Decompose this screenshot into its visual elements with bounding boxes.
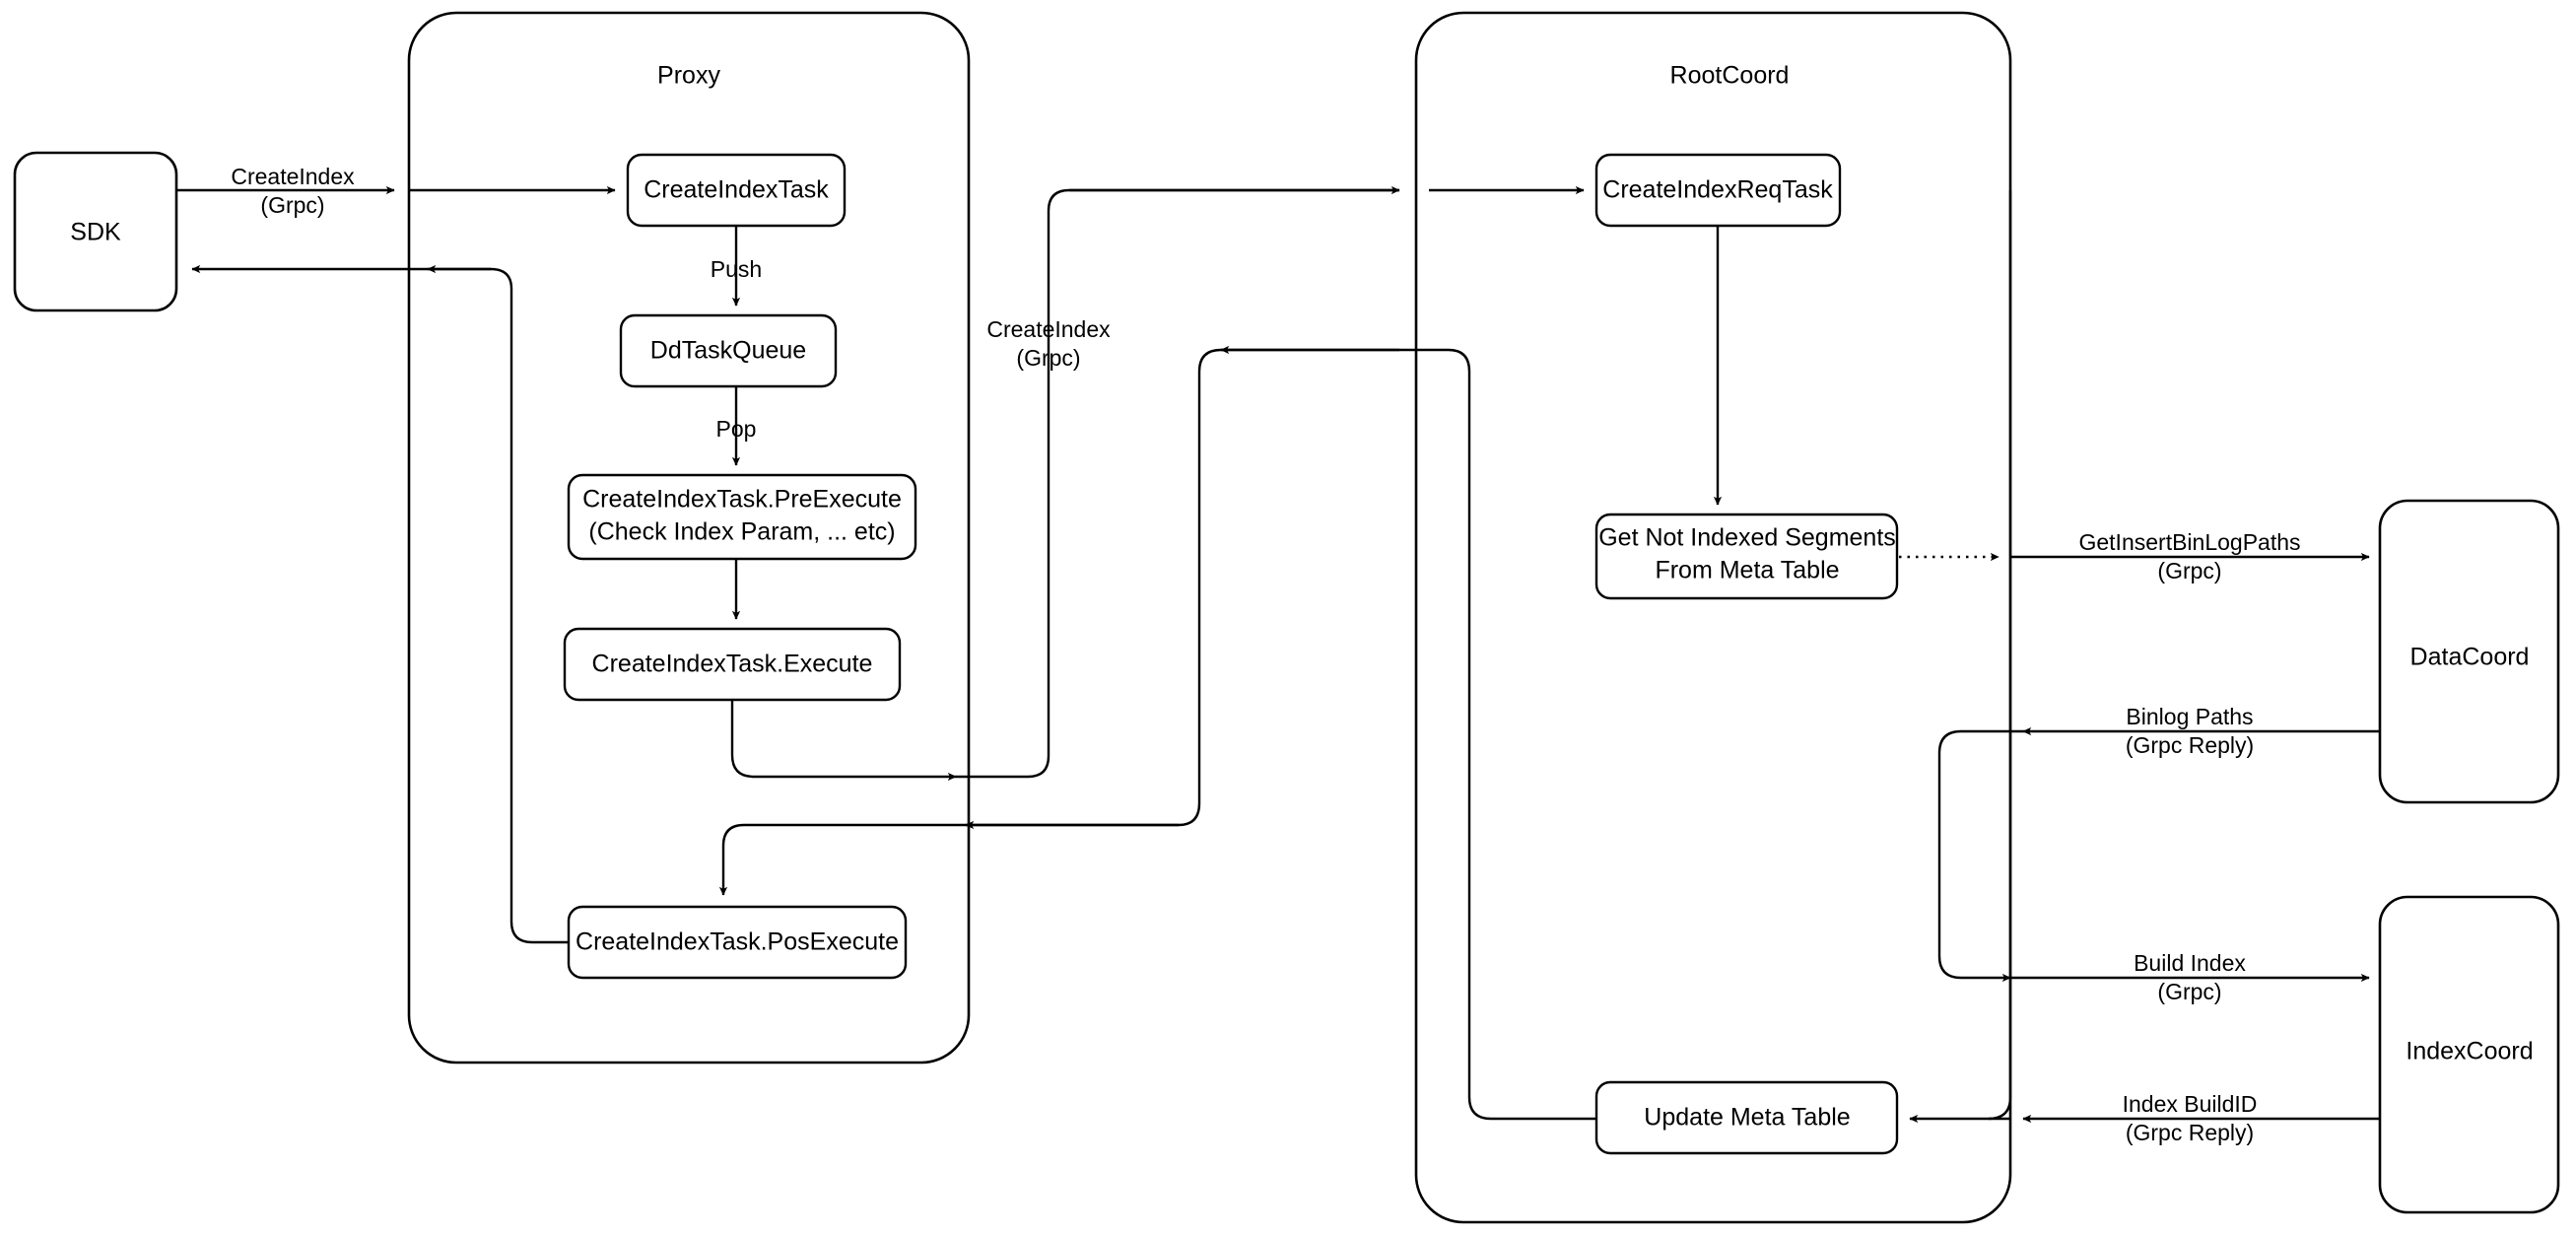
edge-label-get-insert-binlog-line1: GetInsertBinLogPaths: [2078, 529, 2300, 555]
node-update-meta-table[interactable]: Update Meta Table: [1594, 1080, 1899, 1155]
node-dd-task-queue[interactable]: DdTaskQueue: [619, 313, 838, 388]
sdk-box: [13, 151, 178, 312]
edge-label-build-index-line2: (Grpc): [2157, 979, 2221, 1004]
actor-datacoord[interactable]: DataCoord: [2378, 499, 2560, 804]
edge-rootcoord-reply-bus: [744, 348, 1429, 827]
edge-label-binlog-paths-line1: Binlog Paths: [2126, 704, 2253, 729]
proxy-container-title: Proxy: [657, 62, 720, 90]
indexcoord-box: [2378, 895, 2560, 1214]
get-not-indexed-label-line2: From Meta Table: [1655, 557, 1839, 584]
sdk-label: SDK: [70, 219, 121, 246]
edge-label-get-insert-binlog-line2: (Grpc): [2157, 558, 2221, 584]
edge-update-meta-to-reply-bus: [1429, 348, 1596, 1121]
edge-label-sdk-createindex-line1: CreateIndex: [231, 164, 355, 189]
edge-rootcoord-right-vertical-bus: [1988, 190, 2012, 1121]
get-not-indexed-segments-box: [1594, 513, 1899, 600]
get-not-indexed-label-line1: Get Not Indexed Segments: [1598, 524, 1896, 552]
node-get-not-indexed-segments[interactable]: Get Not Indexed Segments From Meta Table: [1594, 513, 1899, 600]
edge-label-build-index-line1: Build Index: [2134, 950, 2246, 976]
edge-pos-execute-to-return-bus: [428, 267, 569, 944]
node-create-index-req-task[interactable]: CreateIndexReqTask: [1594, 153, 1842, 228]
actor-indexcoord[interactable]: IndexCoord: [2378, 895, 2560, 1214]
dd-task-queue-label: DdTaskQueue: [650, 337, 806, 365]
edge-label-proxy-createindex-line1: CreateIndex: [986, 316, 1111, 342]
pre-execute-label-line2: (Check Index Param, ... etc): [588, 518, 895, 546]
edge-binlog-reply-bus-to-build-index: [1937, 729, 2023, 983]
execute-label: CreateIndexTask.Execute: [592, 651, 873, 678]
update-meta-table-label: Update Meta Table: [1644, 1104, 1850, 1132]
node-execute[interactable]: CreateIndexTask.Execute: [563, 627, 902, 702]
pos-execute-label: CreateIndexTask.PosExecute: [576, 928, 899, 956]
edge-label-index-buildid-line1: Index BuildID: [2123, 1091, 2258, 1117]
rootcoord-container-title: RootCoord: [1670, 62, 1790, 90]
create-index-task-label: CreateIndexTask: [644, 176, 829, 204]
edge-label-pop: Pop: [716, 416, 757, 442]
node-pre-execute[interactable]: CreateIndexTask.PreExecute (Check Index …: [567, 473, 917, 561]
pre-execute-label-line1: CreateIndexTask.PreExecute: [582, 486, 902, 514]
actor-sdk[interactable]: SDK: [13, 151, 178, 312]
pre-execute-box: [567, 473, 917, 561]
indexcoord-label: IndexCoord: [2406, 1038, 2533, 1065]
edge-label-push: Push: [711, 256, 762, 282]
edge-label-proxy-createindex-line2: (Grpc): [1016, 345, 1080, 371]
dd-task-queue-box: [619, 313, 838, 388]
datacoord-label: DataCoord: [2410, 644, 2530, 671]
edge-label-binlog-paths-line2: (Grpc Reply): [2126, 732, 2254, 758]
datacoord-box: [2378, 499, 2560, 804]
edge-reply-to-pos-execute: [718, 823, 745, 896]
container-rootcoord[interactable]: RootCoord: [1414, 11, 2012, 1224]
node-create-index-task[interactable]: CreateIndexTask: [626, 153, 847, 228]
edge-grpc-bus-to-rootcoord: [956, 188, 1399, 779]
edge-label-index-buildid-line2: (Grpc Reply): [2126, 1120, 2254, 1145]
create-index-req-task-label: CreateIndexReqTask: [1602, 176, 1833, 204]
edge-execute-to-grpc-bus: [730, 700, 957, 782]
node-pos-execute[interactable]: CreateIndexTask.PosExecute: [567, 905, 908, 980]
edge-label-sdk-createindex-line2: (Grpc): [260, 192, 324, 218]
